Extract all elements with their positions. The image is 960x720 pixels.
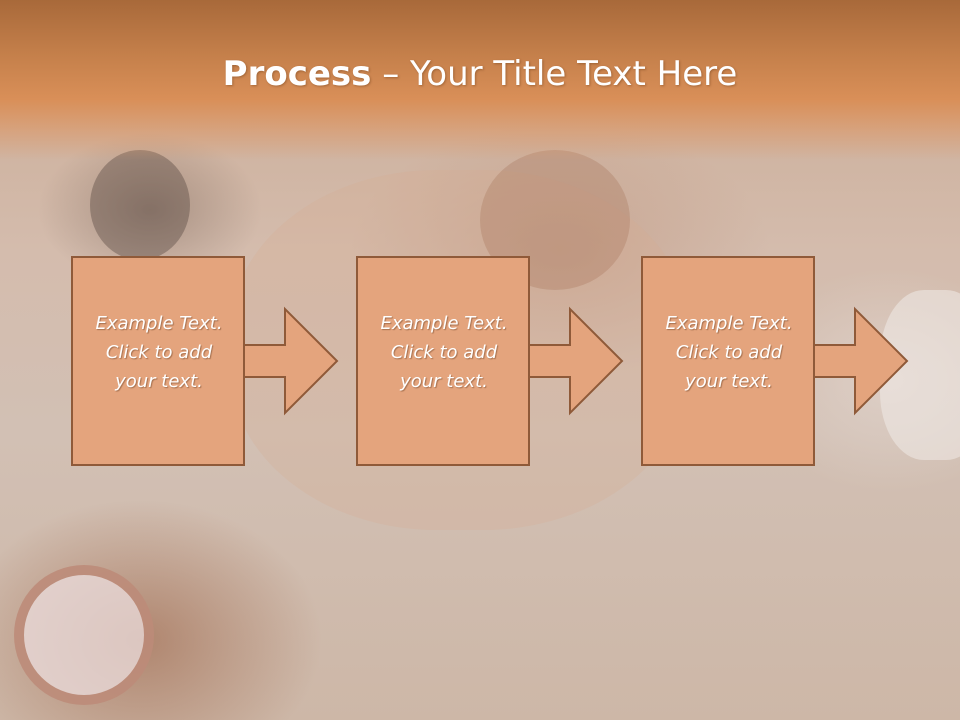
- step-3-arrow: [813, 306, 909, 416]
- title-bold-part: Process: [222, 54, 372, 94]
- step-3-box: [641, 256, 815, 466]
- photo-cup-shape: [90, 150, 190, 260]
- step-1-line-1: Example Text.: [95, 313, 223, 334]
- step-3-shape: [641, 256, 909, 466]
- slide-title[interactable]: Process – Your Title Text Here: [0, 52, 960, 96]
- step-2-box: [356, 256, 530, 466]
- step-3-line-3: your text.: [685, 371, 773, 392]
- step-1-arrow: [243, 306, 339, 416]
- step-2-reflection: [357, 470, 627, 570]
- title-band: [0, 0, 960, 160]
- step-1-line-2: Click to add: [105, 342, 213, 363]
- step-1-box: [71, 256, 245, 466]
- title-rest-part: Your Title Text Here: [410, 54, 738, 94]
- step-2-text[interactable]: Example Text. Click to add your text.: [357, 309, 531, 396]
- step-2-line-2: Click to add: [390, 342, 498, 363]
- process-step-1[interactable]: Example Text. Click to add your text.: [71, 256, 339, 466]
- step-1-reflection: [72, 470, 342, 570]
- step-3-line-2: Click to add: [675, 342, 783, 363]
- step-3-line-1: Example Text.: [665, 313, 793, 334]
- step-2-line-1: Example Text.: [380, 313, 508, 334]
- step-3-reflection: [642, 470, 912, 570]
- photo-bowl-shape: [14, 565, 154, 705]
- step-1-text[interactable]: Example Text. Click to add your text.: [72, 309, 246, 396]
- step-3-text[interactable]: Example Text. Click to add your text.: [642, 309, 816, 396]
- process-step-3[interactable]: Example Text. Click to add your text.: [641, 256, 909, 466]
- step-2-line-3: your text.: [400, 371, 488, 392]
- step-2-shape: [356, 256, 624, 466]
- step-1-line-3: your text.: [115, 371, 203, 392]
- step-1-shape: [71, 256, 339, 466]
- process-step-2[interactable]: Example Text. Click to add your text.: [356, 256, 624, 466]
- title-dash: –: [371, 54, 411, 94]
- step-2-arrow: [528, 306, 624, 416]
